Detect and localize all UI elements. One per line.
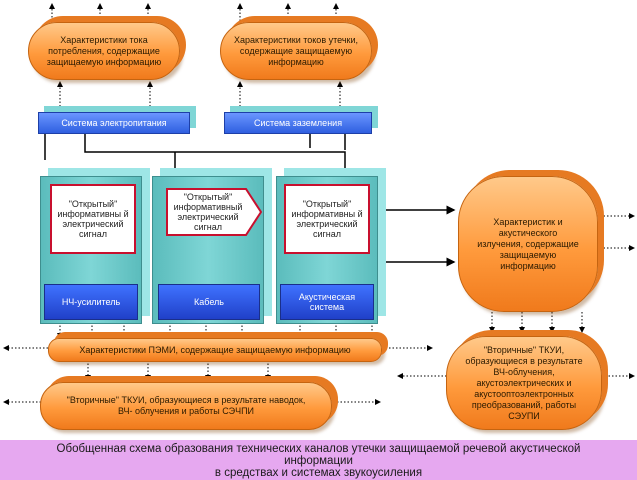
speaker-label: Акустическая система [298,292,356,312]
cable-label: Кабель [194,297,224,307]
diagram-caption: Обобщенная схема образования технических… [0,440,637,480]
secondary-left-text: "Вторичные" ТКУИ, образующиеся в результ… [66,395,306,416]
acoustic-emission-text: Характеристик и акустического излучения,… [477,216,579,271]
ground-system-label: Система заземления [253,118,343,128]
leakage-current-pill: Характеристики токов утечки, содержащие … [220,22,372,80]
caption-line-3: в средствах и системах звукоусиления [214,467,423,479]
power-system-label: Система электропитания [61,118,167,128]
caption-line-2: информации [284,455,353,467]
amplifier-block: НЧ-усилитель [44,284,138,320]
amplifier-label: НЧ-усилитель [61,297,121,307]
secondary-right-pill: "Вторичные" ТКУИ, образующиеся в результ… [446,336,602,430]
signal-text-speaker: "Открытый" информативны й электрический … [291,199,363,239]
signal-arrow-cable: "Открытый" информативный электрический с… [166,188,262,236]
speaker-block: Акустическая система [280,284,374,320]
signal-text-cable: "Открытый" информативный электрический с… [173,192,243,232]
secondary-right-text: "Вторичные" ТКУИ, образующиеся в результ… [465,344,583,421]
ground-system-bar: Система заземления [224,112,372,134]
acoustic-emission-pill: Характеристик и акустического излучения,… [458,176,598,312]
signal-box-amplifier: "Открытый" информативны й электрический … [50,184,136,254]
pemi-text: Характеристики ПЭМИ, содержащие защищаем… [79,344,351,355]
cable-block: Кабель [158,284,260,320]
power-system-bar: Система электропитания [38,112,190,134]
consumption-current-pill: Характеристики тока потребления, содержа… [28,22,180,80]
leakage-current-text: Характеристики токов утечки, содержащие … [234,34,358,67]
signal-text-amplifier: "Открытый" информативны й электрический … [57,199,129,239]
consumption-current-text: Характеристики тока потребления, содержа… [46,34,162,67]
caption-line-1: Обобщенная схема образования технических… [56,443,581,455]
pemi-bar: Характеристики ПЭМИ, содержащие защищаем… [48,338,382,362]
signal-box-speaker: "Открытый" информативны й электрический … [284,184,370,254]
secondary-left-pill: "Вторичные" ТКУИ, образующиеся в результ… [40,382,332,430]
